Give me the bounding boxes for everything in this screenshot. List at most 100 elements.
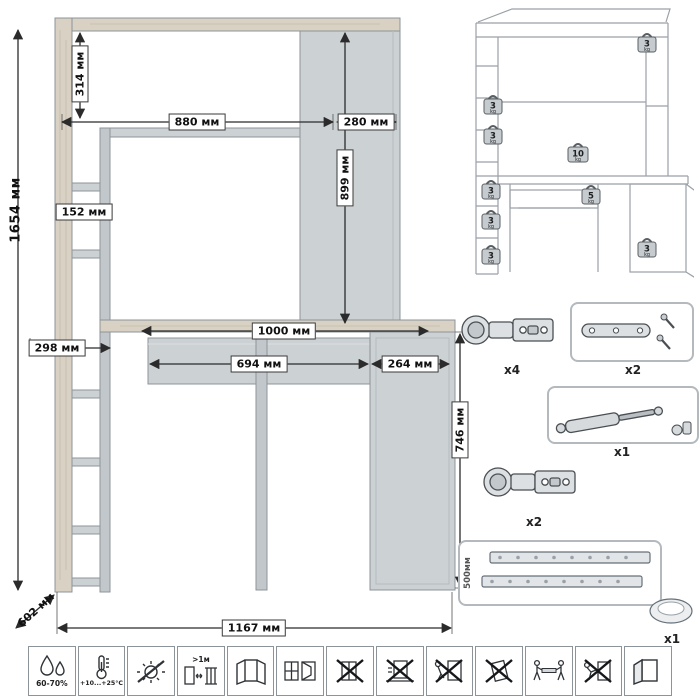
slide-length-label: 500мм (462, 557, 473, 589)
dim-shelf-depth: 298 мм (28, 339, 86, 357)
hutch-top (476, 22, 668, 38)
no-direct-sunlight-icon (137, 660, 166, 683)
desk-line (476, 175, 689, 185)
heater-distance-label: >1м (192, 655, 210, 664)
hardware-section: x4 x2 (452, 300, 700, 646)
ventilation-icon (235, 659, 266, 685)
window-icon (284, 661, 316, 681)
gas-lift-qty: x1 (613, 445, 631, 459)
dimension-drawing: 1654 мм 314 мм 880 мм 280 мм 899 мм 152 … (8, 17, 469, 637)
weight-icon: 5 kg (581, 185, 601, 205)
open-door (685, 183, 700, 282)
bearing-balls (490, 555, 628, 584)
hardware-item-slides: 500мм (458, 540, 664, 606)
prohibition-cross (485, 659, 513, 683)
weight-icon: 3 kg (481, 210, 501, 230)
shelves (71, 182, 101, 587)
carried-panel (541, 668, 557, 673)
weight-value: 3 (644, 245, 650, 255)
dim-shelf-opening: 152 мм (55, 203, 113, 221)
hardware-item-hinge-door: x2 (474, 452, 594, 529)
weight-icon: 3 kg (637, 238, 657, 258)
damper-qty: x2 (624, 363, 642, 377)
prohibition-cross (584, 659, 613, 683)
dim-side-width: 280 мм (337, 113, 395, 131)
grommet-bowl-icon (649, 598, 693, 624)
weight-unit: kg (644, 252, 650, 258)
weight-icon: 3 kg (483, 125, 503, 145)
dim-line-602 (15, 594, 55, 629)
open-door-icon (633, 658, 658, 685)
care-cell-no-drag (375, 646, 424, 696)
load-sketch (475, 8, 700, 282)
hinge-icon (461, 315, 554, 345)
weight-unit: kg (488, 224, 494, 230)
right-section (645, 23, 669, 176)
weight-unit: kg (488, 259, 494, 265)
hutch-top-panel (71, 17, 401, 32)
pedestal-sketch (629, 183, 687, 273)
hinge-door-qty: x2 (525, 515, 543, 529)
wood-grain (59, 30, 67, 580)
pedestal-door (375, 337, 450, 585)
no-drag-icon (385, 659, 414, 683)
lift-socket (671, 424, 683, 436)
damper-icon (581, 313, 675, 350)
grommet-qty: x1 (663, 632, 681, 646)
humidity-icon (40, 654, 65, 676)
weight-value: 3 (488, 217, 494, 227)
prohibition-cross (435, 659, 464, 683)
no-tilt-icon (485, 659, 513, 683)
care-cell-no-push-loaded (574, 646, 623, 696)
care-cell-no-wet-cleaning (326, 646, 374, 696)
dim-drawer-width: 694 мм (230, 355, 288, 373)
left-side-panel (54, 17, 73, 593)
dim-total-width: 1167 мм (221, 619, 287, 637)
prohibition-cross (336, 659, 364, 683)
temperature-label: +10...+25°C (80, 680, 124, 687)
weight-unit: kg (575, 157, 581, 163)
two-person-carry-icon (533, 659, 565, 681)
shelf-column (475, 23, 499, 275)
weight-value: 3 (488, 187, 494, 197)
dim-side-height: 899 мм (336, 149, 354, 207)
weight-icon: 3 kg (637, 33, 657, 53)
furniture-svg (12, 17, 468, 634)
dim-total-height: 1654 мм (8, 177, 24, 243)
screw-icon (656, 313, 675, 350)
weight-unit: kg (490, 109, 496, 115)
shelf (71, 457, 101, 467)
furniture-outline (54, 17, 456, 593)
gas-lift-icon (555, 406, 692, 436)
weight-unit: kg (488, 194, 494, 200)
care-cell-sunlight (127, 646, 176, 696)
shelf (71, 577, 101, 587)
care-cell-ventilation (226, 646, 275, 696)
care-cell-two-person-carry (524, 646, 573, 696)
hinge-top-qty: x4 (503, 363, 521, 377)
weight-unit: kg (490, 139, 496, 145)
dim-hutch-width: 880 мм (168, 113, 226, 131)
care-cell-no-tilt (475, 646, 523, 696)
shelf (71, 182, 101, 192)
care-cell-humidity: 60-70% (28, 646, 76, 696)
humidity-label: 60-70% (36, 679, 68, 688)
hardware-item-damper: x2 (570, 302, 696, 377)
weight-icon: 3 kg (481, 245, 501, 265)
care-cell-no-lean (425, 646, 474, 696)
drawer-slides-icon (481, 551, 651, 588)
weight-value: 5 (588, 192, 594, 202)
care-cell-temperature: +10...+25°C (77, 646, 126, 696)
load-sketch-svg: 3 kg 3 kg 3 kg 3 (475, 8, 700, 282)
hinge-icon (483, 467, 576, 497)
care-instructions-strip: 60-70% +10...+25°C (28, 646, 672, 696)
weight-unit: kg (644, 47, 650, 53)
weight-value: 3 (490, 132, 496, 142)
weight-value: 3 (490, 102, 496, 112)
load-capacity-diagram: 3 kg 3 kg 3 kg 3 (448, 6, 700, 302)
care-cell-heater-distance: >1м (177, 646, 225, 696)
weight-unit: kg (588, 199, 594, 205)
hardware-item-gas-lift: x1 (547, 386, 699, 459)
no-wet-cleaning-icon (336, 659, 364, 683)
